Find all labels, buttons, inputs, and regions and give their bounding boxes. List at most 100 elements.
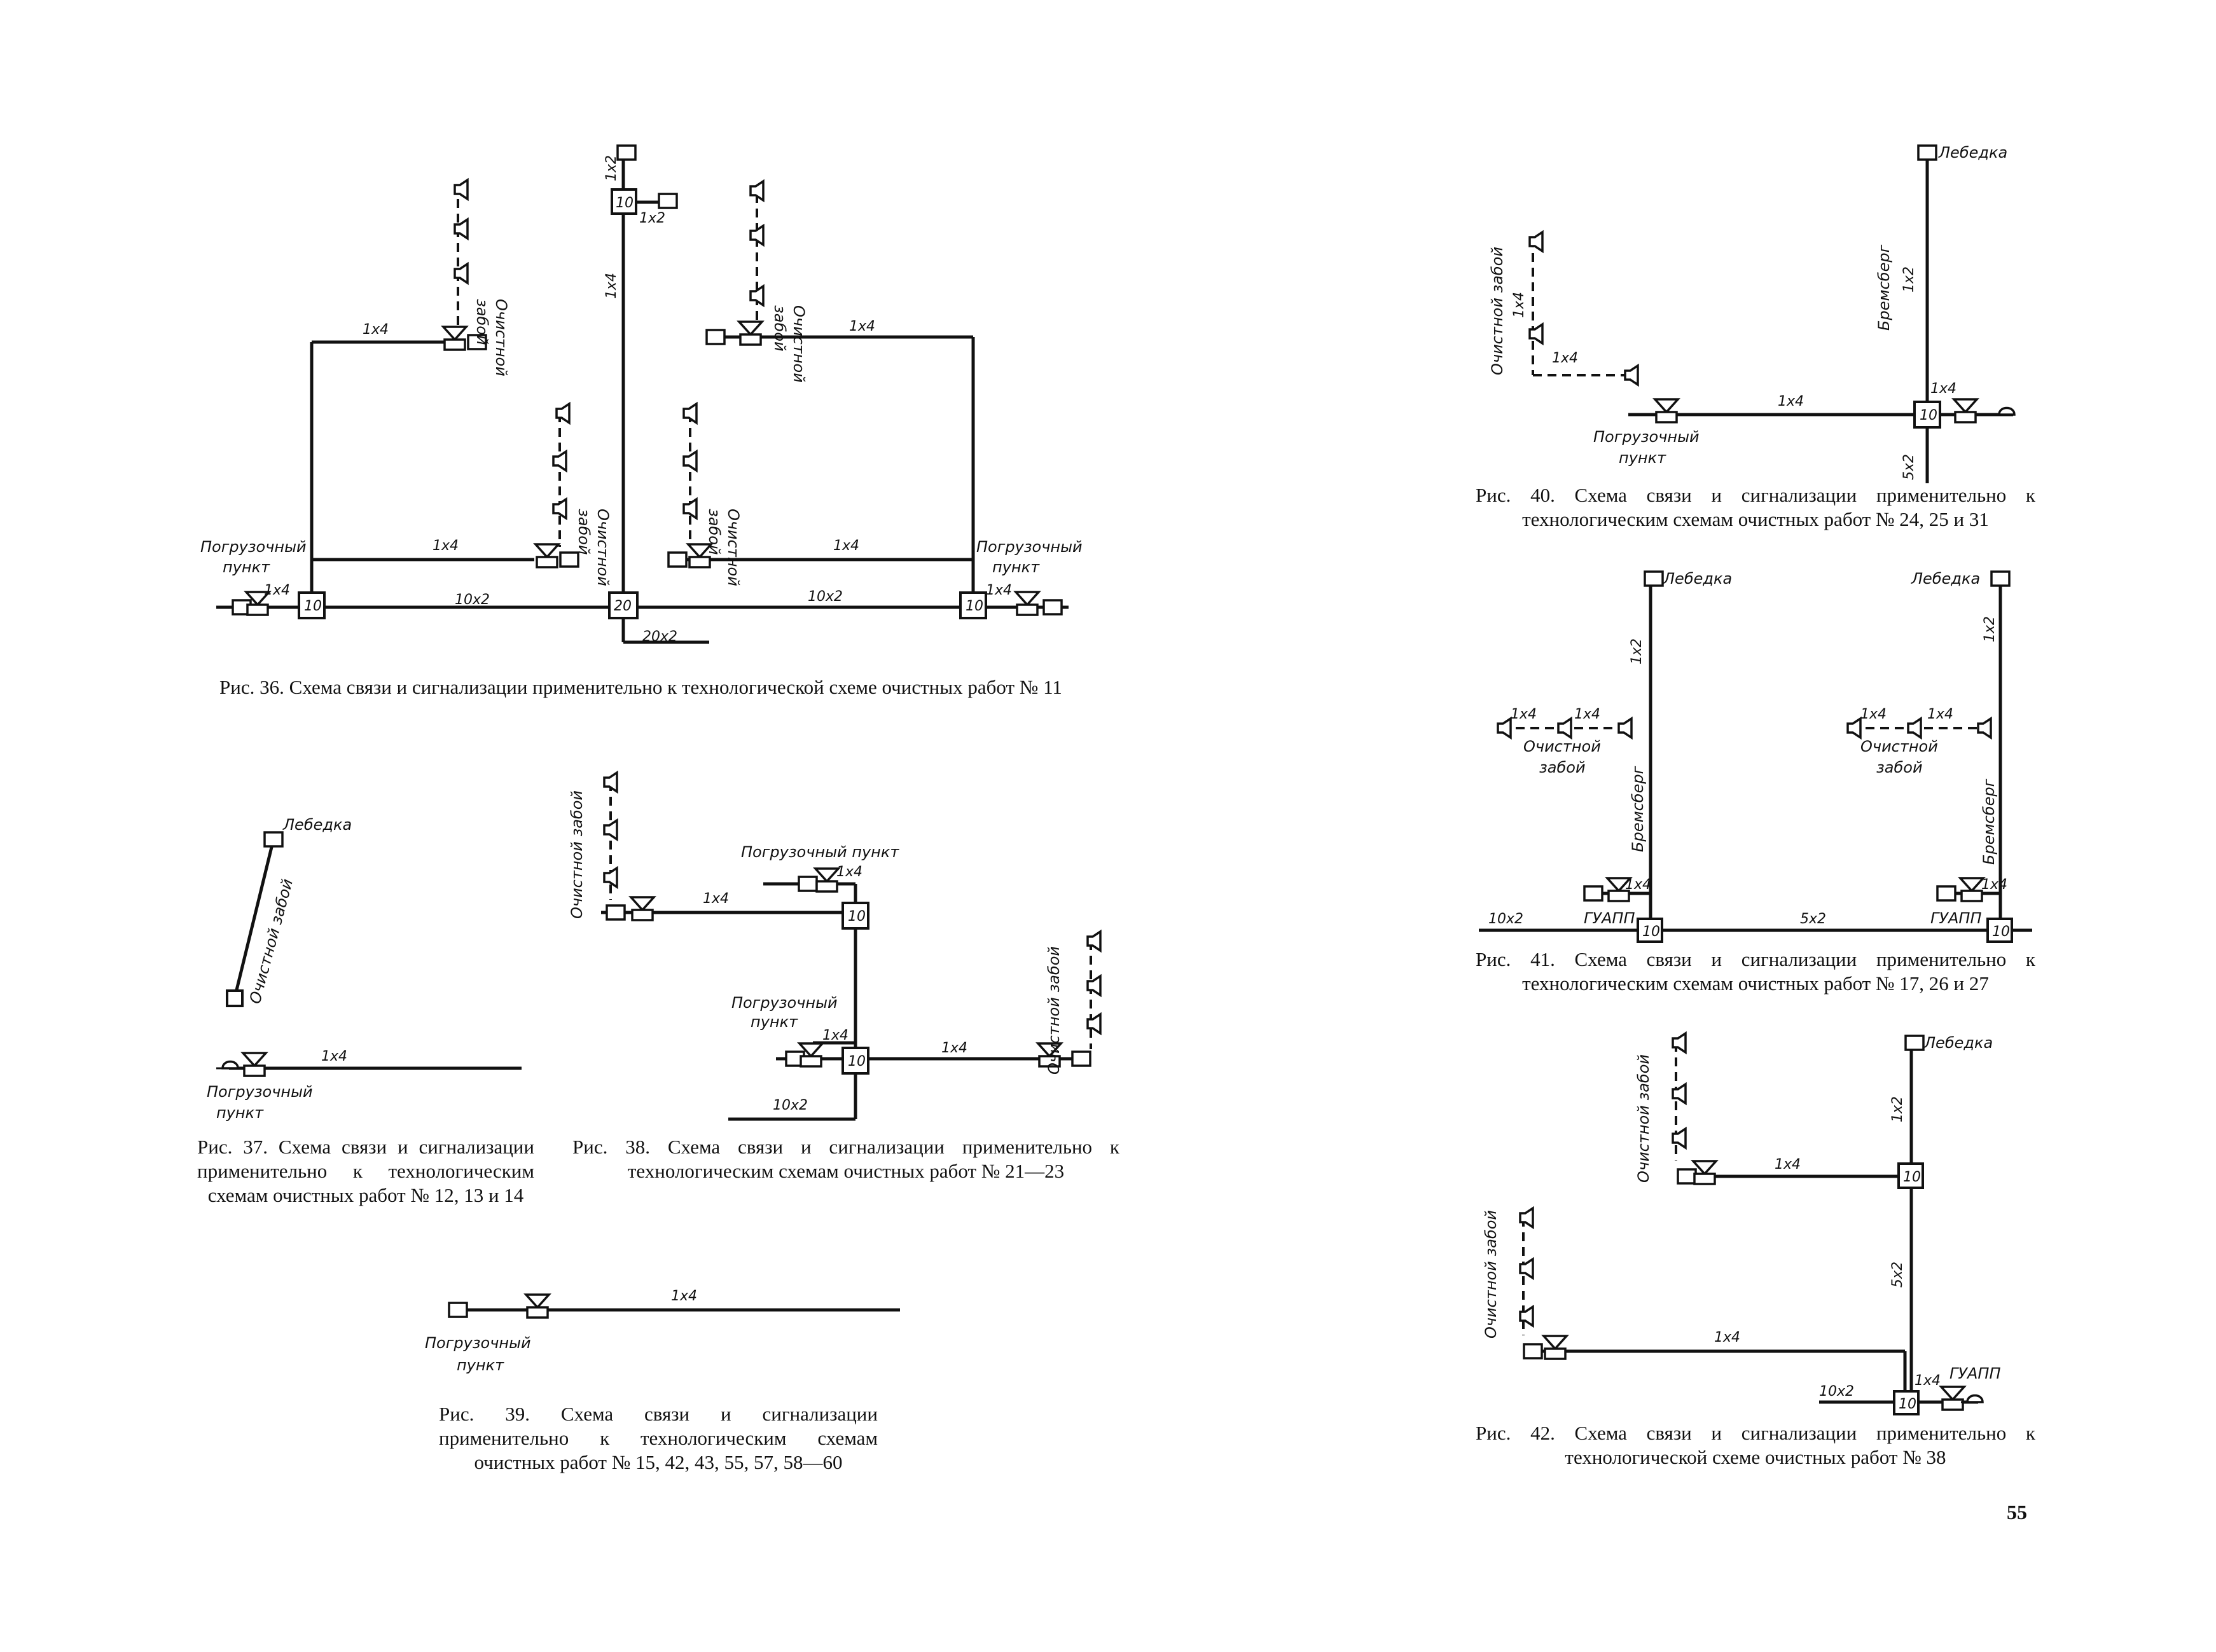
- cable-label: 10x2: [455, 592, 490, 608]
- figure-36-caption: Рис. 36. Схема связи и сигнализации прим…: [219, 676, 1062, 698]
- label-face: Очистной: [492, 299, 510, 376]
- figure-39-caption: Рис. 39. Схема связи и сигнализации прим…: [439, 1403, 878, 1473]
- label-face: Очистной забой: [1482, 1210, 1500, 1339]
- node-10-box: 10: [1642, 924, 1660, 940]
- node-10-box: 10: [304, 598, 322, 614]
- cable-label: 1x4: [1915, 1373, 1941, 1389]
- cable-label: 1x2: [604, 155, 620, 181]
- label-face: забой: [705, 509, 723, 555]
- label-face: забой: [771, 305, 789, 352]
- cable-label: 1x4: [1981, 877, 2007, 893]
- cable-label: 10x2: [773, 1098, 808, 1113]
- label-face: забой: [473, 299, 491, 345]
- page-number: 55: [2007, 1501, 2027, 1524]
- cable-label: 5x2: [1901, 454, 1917, 480]
- label-loading-point: пункт: [216, 1104, 264, 1122]
- cable-label: 1x4: [703, 891, 729, 907]
- cable-label: 1x4: [1778, 394, 1804, 410]
- figure-36-diagram: 10 20 10 10 10x2 10x2 20x2 1x4 1x4 1x4 1…: [200, 144, 1083, 645]
- figure-38-caption: Рис. 38. Схема связи и сигнализации прим…: [572, 1136, 1119, 1182]
- cable-label: 10x2: [1819, 1384, 1854, 1400]
- node-20-box: 20: [614, 598, 632, 614]
- label-guapp: ГУАПП: [1584, 909, 1635, 927]
- label-face: Очистной: [724, 509, 742, 586]
- label-loading-point: Погрузочный: [976, 538, 1083, 556]
- cable-label: 1x4: [1930, 381, 1956, 397]
- label-bremsberg: Бремсберг: [1875, 244, 1893, 331]
- figure-37-diagram: Лебедка Очистной забой 1x4 Погрузочный п…: [207, 816, 522, 1122]
- label-face: забой: [1876, 759, 1923, 776]
- cable-label: 1x4: [836, 864, 862, 880]
- label-face: Очистной: [1523, 738, 1601, 755]
- label-loading-point: пункт: [992, 558, 1040, 576]
- figure-41-caption: Рис. 41. Схема связи и сигнализации прим…: [1476, 948, 2035, 995]
- label-winch: Лебедка: [1938, 144, 2007, 162]
- cable-label: 20x2: [642, 629, 677, 645]
- cable-label: 1x2: [1629, 638, 1645, 664]
- label-guapp: ГУАПП: [1930, 909, 1982, 927]
- cable-label: 1x4: [1714, 1330, 1740, 1346]
- cable-label: 5x2: [1890, 1262, 1906, 1288]
- node-10-box: 10: [966, 598, 983, 614]
- cable-label: 1x4: [1552, 350, 1578, 366]
- cable-label: 1x4: [833, 538, 859, 554]
- label-face: Очистной: [1860, 738, 1938, 755]
- node-10-box: 10: [616, 195, 634, 211]
- cable-label: 1x4: [604, 273, 620, 299]
- label-winch: Лебедка: [1911, 570, 1980, 588]
- label-face: забой: [1539, 759, 1586, 776]
- label-loading-point: пункт: [457, 1356, 504, 1374]
- label-bremsberg: Бремсберг: [1980, 778, 1998, 865]
- label-loading-point: пункт: [751, 1013, 798, 1031]
- figure-40-diagram: 10 Лебедка Бремсберг 1x2 5x2 1x4 1x4 1x4…: [1488, 144, 2016, 483]
- label-face: Очистной забой: [1635, 1054, 1652, 1183]
- figure-42-caption: Рис. 42. Схема связи и сигнализации прим…: [1476, 1422, 2035, 1468]
- label-face: Очистной забой: [568, 790, 586, 919]
- node-10-box: 10: [1920, 408, 1937, 423]
- cable-label: 1x4: [264, 582, 290, 598]
- figure-41-diagram: 10 10 Лебедка Лебедка Бремсберг Бремсбер…: [1479, 570, 2032, 943]
- label-face: Очистной: [594, 509, 612, 586]
- label-face: Очистной забой: [1045, 946, 1063, 1075]
- figure-40-caption: Рис. 40. Схема связи и сигнализации прим…: [1476, 484, 2035, 530]
- node-10-box: 10: [1903, 1169, 1921, 1185]
- cable-label: 1x4: [1574, 706, 1600, 722]
- cable-label: 1x4: [1511, 706, 1537, 722]
- cable-label: 5x2: [1800, 911, 1826, 927]
- node-10-box: 10: [1899, 1396, 1916, 1412]
- label-loading-point: Погрузочный: [731, 994, 838, 1012]
- cable-label: 1x4: [433, 538, 459, 554]
- cable-label: 1x4: [321, 1049, 347, 1064]
- figure-42-diagram: 10 10 Лебедка 1x2 5x2 1x4 1x4 1x4 10x2 Г…: [1482, 1032, 2001, 1415]
- cable-label: 10x2: [1488, 911, 1523, 927]
- label-loading-point: пункт: [1619, 449, 1666, 467]
- label-loading-point: Погрузочный: [207, 1083, 313, 1101]
- cable-label: 1x4: [1860, 706, 1887, 722]
- label-loading-point: Погрузочный: [200, 538, 307, 556]
- cable-label: 1x4: [941, 1040, 967, 1056]
- cable-label: 1x4: [986, 582, 1012, 598]
- label-guapp: ГУАПП: [1949, 1365, 2001, 1382]
- label-face: Очистной забой: [1488, 247, 1506, 375]
- label-face: Очистной забой: [246, 877, 296, 1005]
- label-loading-point: Погрузочный: [425, 1334, 531, 1352]
- cable-label: 1x4: [822, 1028, 848, 1043]
- label-winch: Лебедка: [1663, 570, 1732, 588]
- cable-label: 1x2: [1901, 266, 1917, 293]
- label-loading-point: Погрузочный пункт: [741, 843, 899, 861]
- label-winch: Лебедка: [282, 816, 352, 834]
- label-winch: Лебедка: [1923, 1034, 1993, 1052]
- cable-label: 1x4: [363, 322, 389, 338]
- cable-label: 1x4: [1927, 706, 1953, 722]
- figure-37-caption: Рис. 37. Схема связи и сигнализации прим…: [197, 1136, 534, 1206]
- figure-38-diagram: 10 10 1x4 1x4 1x4 1x4 10x2 Погрузочный п…: [568, 771, 1102, 1121]
- cable-label: 1x4: [849, 319, 875, 334]
- cable-label: 1x4: [1625, 877, 1651, 893]
- node-10-box: 10: [848, 1054, 866, 1070]
- label-bremsberg: Бремсберг: [1629, 766, 1647, 852]
- label-face: забой: [575, 509, 593, 555]
- cable-label: 1x2: [1890, 1096, 1906, 1122]
- label-face: Очистной: [790, 305, 808, 383]
